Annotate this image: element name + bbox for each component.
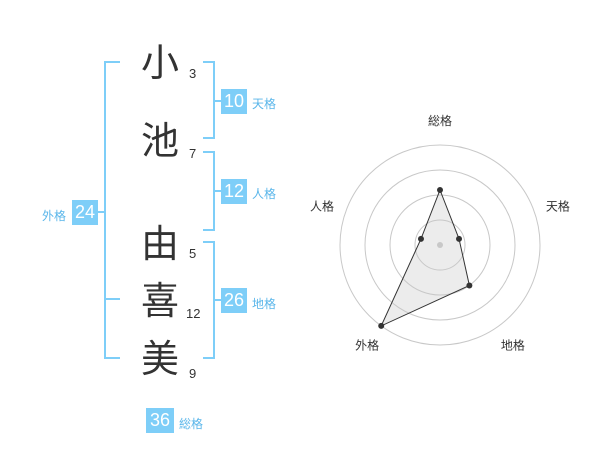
radar-point-2: [456, 235, 463, 242]
soukaku-value: 36: [146, 408, 174, 433]
tenkaku-bracket: [203, 61, 215, 139]
stroke-count-3: 5: [189, 246, 197, 261]
chikaku-value: 26: [221, 288, 247, 313]
tenkaku-value: 10: [221, 89, 247, 114]
chikaku-bracket-tick: [215, 299, 221, 301]
name-char-2: 池: [140, 119, 179, 163]
stroke-count-4: 12: [186, 306, 201, 321]
radar-center-dot: [437, 242, 443, 248]
jinkaku-bracket: [203, 151, 215, 231]
soukaku-label: 総格: [179, 417, 204, 431]
name-char-1: 小: [140, 41, 179, 85]
radar-ring-2: [389, 194, 491, 296]
radar-ring-3: [364, 169, 516, 321]
stroke-count-1: 3: [189, 66, 197, 81]
radar-ring-1: [414, 219, 466, 271]
gaikaku-value: 24: [72, 200, 98, 225]
jinkaku-bracket-tick: [215, 190, 221, 192]
name-char-4: 喜: [140, 279, 179, 323]
jinkaku-label: 人格: [252, 187, 277, 201]
radar-point-1: [437, 187, 443, 193]
stroke-count-5: 9: [189, 366, 197, 381]
tenkaku-bracket-tick: [215, 100, 221, 102]
gaikaku-bracket-tick: [98, 211, 104, 213]
name-char-5: 美: [140, 337, 179, 381]
gaikaku-label: 外格: [42, 209, 67, 223]
chikaku-bracket: [203, 241, 215, 359]
radar-axis-label-2: 天格: [546, 199, 570, 214]
chikaku-label: 地格: [252, 297, 277, 311]
stroke-count-2: 7: [189, 146, 197, 161]
radar-point-5: [417, 235, 424, 242]
radar-series-polygon: [380, 188, 470, 327]
radar-axis-label-3: 地格: [501, 337, 525, 352]
gaikaku-bracket-mid-tick: [106, 298, 120, 300]
radar-point-3: [466, 282, 473, 289]
name-char-3: 由: [140, 222, 179, 266]
jinkaku-value: 12: [221, 179, 247, 204]
tenkaku-label: 天格: [252, 97, 277, 111]
radar-point-4: [378, 322, 385, 329]
radar-axis-label-5: 人格: [310, 199, 334, 214]
radar-axis-label-4: 外格: [355, 337, 379, 352]
gaikaku-bracket: [104, 61, 120, 359]
radar-ring-4: [339, 144, 541, 346]
radar-axis-label-1: 総格: [428, 113, 452, 128]
